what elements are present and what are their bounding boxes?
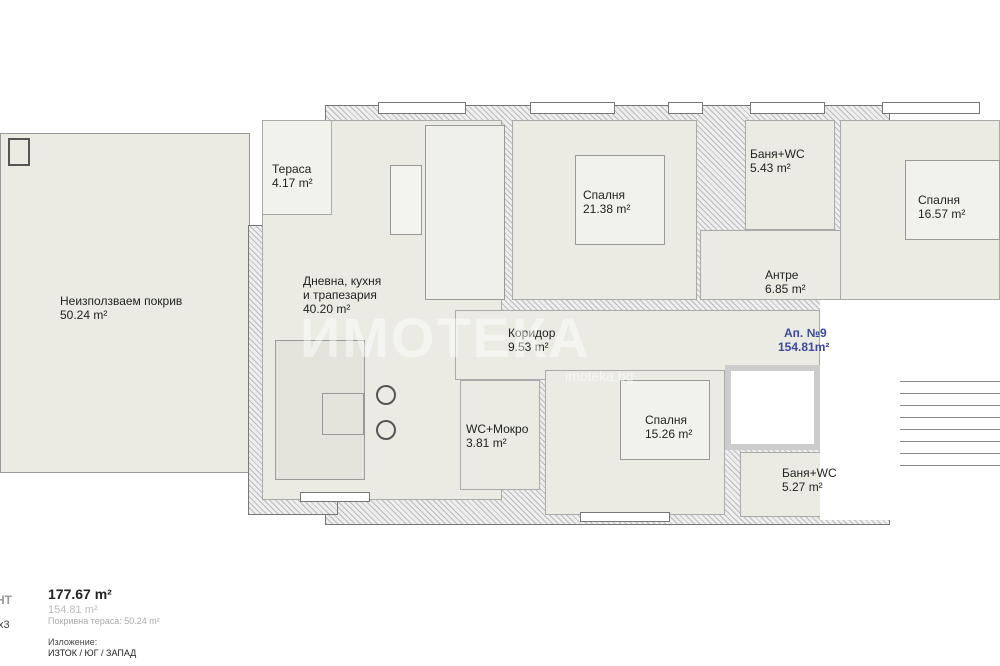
room-area: 40.20 m²	[303, 302, 351, 316]
window	[750, 102, 825, 114]
room-name: Спалня	[583, 188, 625, 202]
room-area: 5.43 m²	[750, 161, 791, 175]
window	[530, 102, 615, 114]
roof-terrace-area: Покривна тераса: 50.24 m²	[48, 616, 160, 626]
room-area: 16.57 m²	[918, 207, 966, 221]
window	[378, 102, 466, 114]
room-area: 5.27 m²	[782, 480, 823, 494]
vent-icon	[8, 138, 30, 166]
room-area: 3.81 m²	[466, 436, 507, 450]
room-name: Неизползваем покрив	[60, 294, 183, 308]
wc	[460, 380, 540, 490]
stool	[376, 385, 396, 405]
room-area: 4.17 m²	[272, 176, 313, 190]
sofa	[275, 340, 365, 480]
stool	[376, 420, 396, 440]
room-name: Спалня	[645, 413, 687, 427]
room-name: Антре	[765, 268, 799, 282]
apartment-number: Ап. №9	[784, 326, 827, 340]
window	[580, 512, 670, 522]
lift-shaft-wall	[725, 365, 820, 450]
room-name: Тераса	[272, 162, 312, 176]
unused-roof	[0, 133, 250, 473]
total-area: 177.67 m²	[48, 586, 112, 602]
net-area: 154.81 m²	[48, 604, 98, 616]
watermark-site: imoteka.bg	[565, 368, 634, 384]
coffee-table	[322, 393, 364, 435]
room-name: Баня+WC	[750, 147, 805, 161]
window	[668, 102, 703, 114]
exposure-label: Изложение:	[48, 637, 98, 647]
room-area: 21.38 m²	[583, 202, 631, 216]
bath-1	[745, 120, 835, 230]
dining-table	[390, 165, 422, 235]
cut-label: НТ	[0, 593, 12, 607]
apartment-area: 154.81m²	[778, 340, 830, 354]
window	[300, 492, 370, 502]
room-name: Коридор	[508, 326, 556, 340]
exposure-value: ИЗТОК / ЮГ / ЗАПАД	[48, 648, 137, 658]
room-area: 15.26 m²	[645, 427, 693, 441]
bed	[905, 160, 1000, 240]
room-name: Спалня	[918, 193, 960, 207]
room-name: WC+Мокро	[466, 422, 529, 436]
watermark-brand: ИМОТЕКА	[300, 306, 591, 369]
room-area: 6.85 m²	[765, 282, 806, 296]
stairs	[900, 370, 1000, 470]
room-area: 50.24 m²	[60, 308, 108, 322]
window	[882, 102, 980, 114]
bed	[620, 380, 710, 460]
room-area: 9.53 m²	[508, 340, 549, 354]
room-name: Дневна, кухня	[303, 274, 382, 288]
room-name: Баня+WC	[782, 466, 837, 480]
room-name-2: и трапезария	[303, 288, 377, 302]
terrace	[262, 120, 332, 215]
cut-label: x3	[0, 619, 10, 631]
bed	[575, 155, 665, 245]
kitchen-counter	[425, 125, 505, 300]
